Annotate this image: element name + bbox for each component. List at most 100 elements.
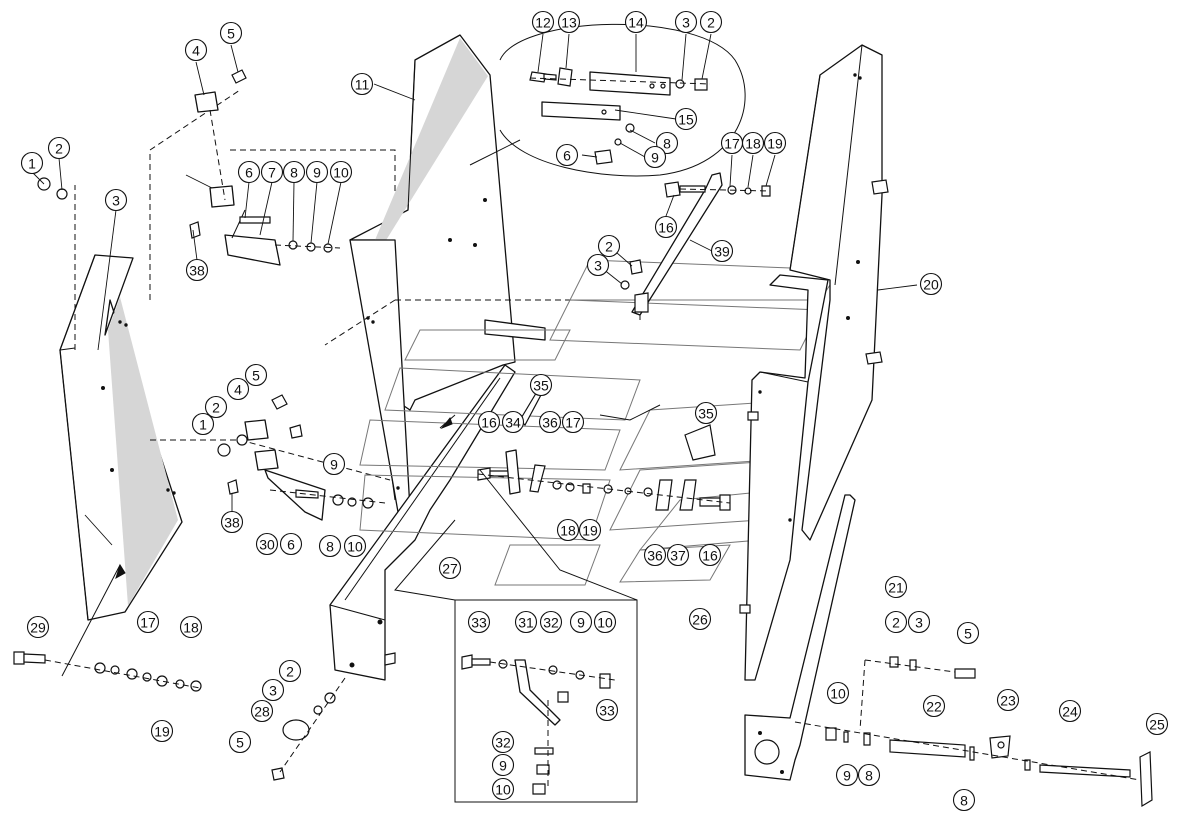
callout-label: 10 [347, 539, 363, 555]
callout-c3b: 3 [674, 10, 698, 34]
callout-c9: 9 [305, 160, 329, 184]
callout-circle [278, 659, 302, 683]
callout-circle [491, 753, 515, 777]
bottom-left-bolt-stack [13, 563, 202, 692]
callout-label: 38 [224, 515, 240, 531]
callout-c8: 8 [282, 160, 306, 184]
callout-circle [514, 610, 538, 634]
callout-c33: 33 [467, 610, 491, 634]
callout-label: 28 [254, 704, 270, 720]
callout-label: 3 [682, 15, 690, 31]
callout-circle [578, 518, 602, 542]
callout-label: 6 [563, 148, 571, 164]
callout-label: 39 [714, 244, 730, 260]
callout-circle [491, 730, 515, 754]
callout-circle [539, 610, 563, 634]
callout-c35b: 35 [694, 401, 718, 425]
callout-c36: 36 [538, 410, 562, 434]
callout-label: 37 [670, 548, 686, 564]
callout-circle [184, 38, 208, 62]
callout-label: 5 [964, 626, 972, 642]
callout-c2b: 2 [699, 10, 723, 34]
callout-c8c: 8 [318, 534, 342, 558]
middle-left-bracket-hardware [217, 394, 386, 521]
callout-c6b: 6 [555, 143, 579, 167]
callout-label: 30 [259, 537, 275, 553]
callout-circle [593, 610, 617, 634]
callout-c18c: 18 [179, 615, 203, 639]
callout-label: 35 [698, 406, 714, 422]
callout-c1: 1 [20, 151, 44, 175]
callout-circle [1145, 712, 1169, 736]
callout-c13: 13 [557, 10, 581, 34]
callout-circle [260, 160, 284, 184]
callout-circle [741, 131, 765, 155]
callout-circle [20, 151, 44, 175]
callout-c28: 28 [250, 699, 274, 723]
callout-circle [763, 131, 787, 155]
callout-circle [219, 21, 243, 45]
callout-circle [643, 543, 667, 567]
center-panel [324, 34, 641, 513]
callout-c5d: 5 [228, 730, 252, 754]
callout-c34: 34 [501, 410, 525, 434]
lower-right-leg [744, 494, 976, 781]
callout-c37: 37 [666, 543, 690, 567]
callout-c24: 24 [1058, 699, 1082, 723]
shaft-assembly [794, 721, 1153, 808]
callout-circle [438, 556, 462, 580]
callout-c8d: 8 [857, 763, 881, 787]
callout-c18: 18 [741, 131, 765, 155]
callout-circle [191, 412, 215, 436]
callout-circle [643, 145, 667, 169]
callout-label: 10 [495, 782, 511, 798]
callout-circle [586, 253, 610, 277]
callout-c25: 25 [1145, 712, 1169, 736]
callout-c6: 6 [237, 160, 261, 184]
callout-c22: 22 [922, 694, 946, 718]
callout-label: 2 [892, 615, 900, 631]
callout-c16: 16 [654, 215, 678, 239]
callout-circle [491, 777, 515, 801]
callout-c8b: 8 [655, 131, 679, 155]
callout-c20: 20 [919, 272, 943, 296]
callout-circle [561, 410, 585, 434]
callout-label: 33 [471, 615, 487, 631]
callout-c27: 27 [438, 556, 462, 580]
callout-c2f: 2 [278, 659, 302, 683]
callout-label: 8 [663, 136, 671, 152]
callout-c10c: 10 [593, 610, 617, 634]
callout-c16c: 16 [698, 543, 722, 567]
callout-circle [477, 410, 501, 434]
callout-label: 20 [923, 277, 939, 293]
callout-c36b: 36 [643, 543, 667, 567]
callout-c3f: 3 [261, 678, 285, 702]
callout-label: 18 [560, 523, 576, 539]
callout-label: 5 [236, 735, 244, 751]
callout-c9c: 9 [322, 452, 346, 476]
callout-c3e: 3 [907, 610, 931, 634]
callout-circle [220, 510, 244, 534]
callout-label: 17 [565, 415, 581, 431]
callout-label: 3 [915, 615, 923, 631]
callout-circle [322, 452, 346, 476]
callout-c15: 15 [674, 107, 698, 131]
center-linkage [439, 389, 731, 511]
callout-circle [250, 699, 274, 723]
callout-label: 8 [290, 165, 298, 181]
callout-label: 2 [212, 400, 220, 416]
callout-label: 5 [227, 26, 235, 42]
callout-c9d: 9 [569, 610, 593, 634]
callout-circle [826, 681, 850, 705]
callout-label: 3 [112, 193, 120, 209]
callout-circle [150, 719, 174, 743]
callout-circle [556, 518, 580, 542]
callout-label: 31 [518, 615, 534, 631]
callout-label: 7 [268, 165, 276, 181]
callout-c18b: 18 [556, 518, 580, 542]
detail-view-circle [469, 23, 746, 177]
callout-circle [350, 72, 374, 96]
callout-circle [624, 10, 648, 34]
callout-c26: 26 [688, 607, 712, 631]
